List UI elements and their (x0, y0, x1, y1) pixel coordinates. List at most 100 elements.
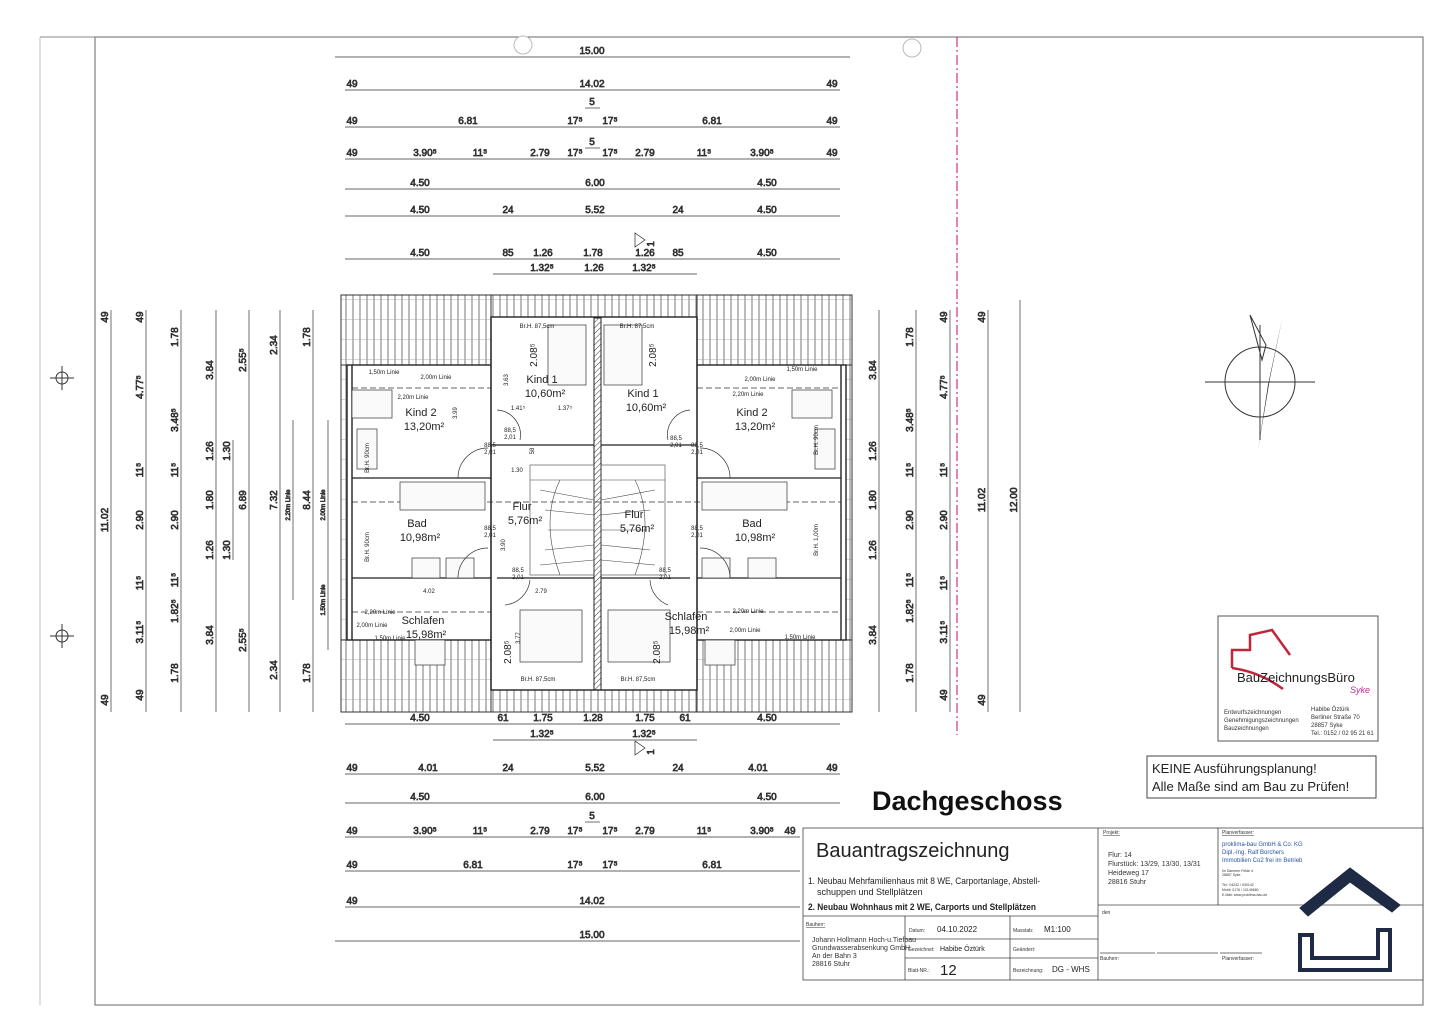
drawing-title: Dachgeschoss (872, 786, 1063, 816)
dimension-label: 3.90⁵ (750, 826, 774, 837)
roof-area (340, 364, 348, 641)
dimension-label: 3.11⁵ (135, 621, 146, 644)
blatt-label: Blatt-NR.: (908, 968, 930, 974)
dimension-label: 4.50 (410, 248, 430, 259)
dimension-label: 61 (679, 713, 691, 724)
room-area: 5,76m² (620, 523, 655, 535)
dimension-label: 2.55⁵ (238, 628, 249, 652)
dimension-label: 4.50 (410, 792, 430, 803)
dimension-label: 11⁵ (170, 573, 181, 588)
roof-area (490, 294, 698, 318)
dimension-label: 3.84 (868, 625, 879, 645)
notice-line: KEINE Ausführungsplanung! (1152, 761, 1317, 776)
dimension-label: 49 (939, 689, 950, 701)
project-item: 1. Neubau Mehrfamilienhaus mit 8 WE, Car… (808, 876, 1040, 886)
dimension-label: 2.55⁵ (238, 348, 249, 372)
dimension-label: 3.90⁵ (750, 148, 774, 159)
planverfasser-line: proklima-bau GmbH & Co. KG (1222, 842, 1303, 848)
dimension-label: 6.81 (702, 860, 722, 871)
door-width: 88,5 (659, 568, 671, 574)
room-name: Bad (407, 518, 427, 530)
room-area: 10,60m² (626, 402, 667, 414)
room-area: 10,98m² (735, 532, 776, 544)
dimension-label: 1.28 (583, 713, 603, 724)
dimension-label: 2.00m Linie (321, 489, 327, 521)
section-mark-icon (634, 740, 646, 756)
planverfasser-detail: Im Dammer Felde 4 (1222, 869, 1253, 873)
dimension-label: 1.30 (222, 441, 233, 461)
roof-area (845, 364, 853, 641)
plan-annotation: 2.79 (535, 589, 547, 595)
dimension-label: 2.79 (635, 826, 655, 837)
dimension-label: 3.84 (205, 360, 216, 380)
notice-box: KEINE Ausführungsplanung! Alle Maße sind… (1146, 755, 1377, 799)
plan-annotation: Br.H. 1,00m (814, 524, 820, 556)
section-mark-label: 1 (646, 241, 657, 247)
dimension-label: 1.50m Linie (321, 584, 327, 616)
logo-service: Bauzeichnungen (1224, 726, 1269, 732)
plan-annotation: 2.08⁵ (648, 343, 659, 367)
room-area: 13,20m² (404, 421, 445, 433)
door-height: 2,01 (659, 575, 671, 581)
section-mark-label: 1 (646, 749, 657, 755)
dimension-label: 24 (672, 205, 684, 216)
dimension-label: 24 (502, 205, 514, 216)
north-arrow-icon (1205, 314, 1315, 450)
door-height: 2,01 (484, 533, 496, 539)
room-area: 10,98m² (400, 532, 441, 544)
dimension-label: 2.90 (905, 510, 916, 530)
dimension-label: 5.52 (585, 763, 605, 774)
door-height: 2,01 (512, 575, 524, 581)
dimension-label: 4.50 (757, 248, 777, 259)
door-width: 88,5 (670, 436, 682, 442)
logo-sub: Syke (1350, 685, 1370, 695)
door-height: 2,01 (484, 450, 496, 456)
logo-contact: Berliner Straße 70 (1311, 715, 1360, 721)
dimension-label: 49 (135, 689, 146, 701)
room-area: 13,20m² (735, 421, 776, 433)
dimension-label: 49 (977, 694, 988, 706)
door-width: 88,5 (691, 526, 703, 532)
dimension-label: 2.20m Linie (286, 489, 292, 521)
dimension-label: 17⁵ (567, 860, 582, 871)
dimension-label: 17⁵ (567, 826, 582, 837)
dimension-label: 2.79 (530, 148, 550, 159)
bezeichnung-value: DG - WHS (1052, 965, 1090, 974)
bauherr-line: An der Bahn 3 (812, 953, 857, 960)
plan-annotation: 2.08⁵ (652, 640, 663, 664)
punch-hole (513, 35, 533, 55)
plan-annotation: 3.99 (453, 407, 459, 419)
dimension-label: 24 (502, 763, 514, 774)
dimension-label: 4.50 (757, 713, 777, 724)
dimension-label: 11⁵ (697, 148, 712, 159)
plan-annotation: 1.30 (511, 468, 523, 474)
dimension-label: 17⁵ (567, 116, 582, 127)
plan-annotation: 1,50m Linie (784, 635, 816, 641)
plan-annotation: 4.02 (423, 589, 435, 595)
dimension-label: 15.00 (579, 46, 604, 57)
dimension-label: 3.84 (205, 625, 216, 645)
plan-annotation: Br.H. 87,5cm (521, 677, 556, 683)
gezeichnet-value: Habibe Öztürk (940, 945, 985, 953)
projekt-label: Projekt: (1103, 830, 1120, 836)
dimension-label: 49 (346, 148, 358, 159)
room-name: Schlafen (665, 611, 708, 623)
dimension-label: 17⁵ (602, 116, 617, 127)
dimension-label: 6.81 (702, 116, 722, 127)
plan-annotation: Br.H. 87,5cm (621, 677, 656, 683)
roof-area (340, 294, 492, 366)
dimension-label: 2.90 (170, 510, 181, 530)
plan-annotation: 3.90 (501, 539, 507, 551)
blatt-value: 12 (940, 962, 957, 979)
dimension-label: 8.44 (302, 490, 313, 510)
dimension-label: 49 (826, 148, 838, 159)
dimension-label: 2.79 (530, 826, 550, 837)
dimension-label: 11⁵ (939, 463, 950, 478)
planverfasser-detail: 28857 Syke (1222, 873, 1241, 877)
dimension-label: 11⁵ (473, 826, 488, 837)
house-logo-icon (1230, 628, 1292, 691)
dimension-label: 3.11⁵ (939, 621, 950, 644)
dimension-label: 2.79 (635, 148, 655, 159)
title-heading: Bauantragszeichnung (816, 840, 1009, 862)
plan-annotation: 2,00m Linie (420, 375, 452, 381)
